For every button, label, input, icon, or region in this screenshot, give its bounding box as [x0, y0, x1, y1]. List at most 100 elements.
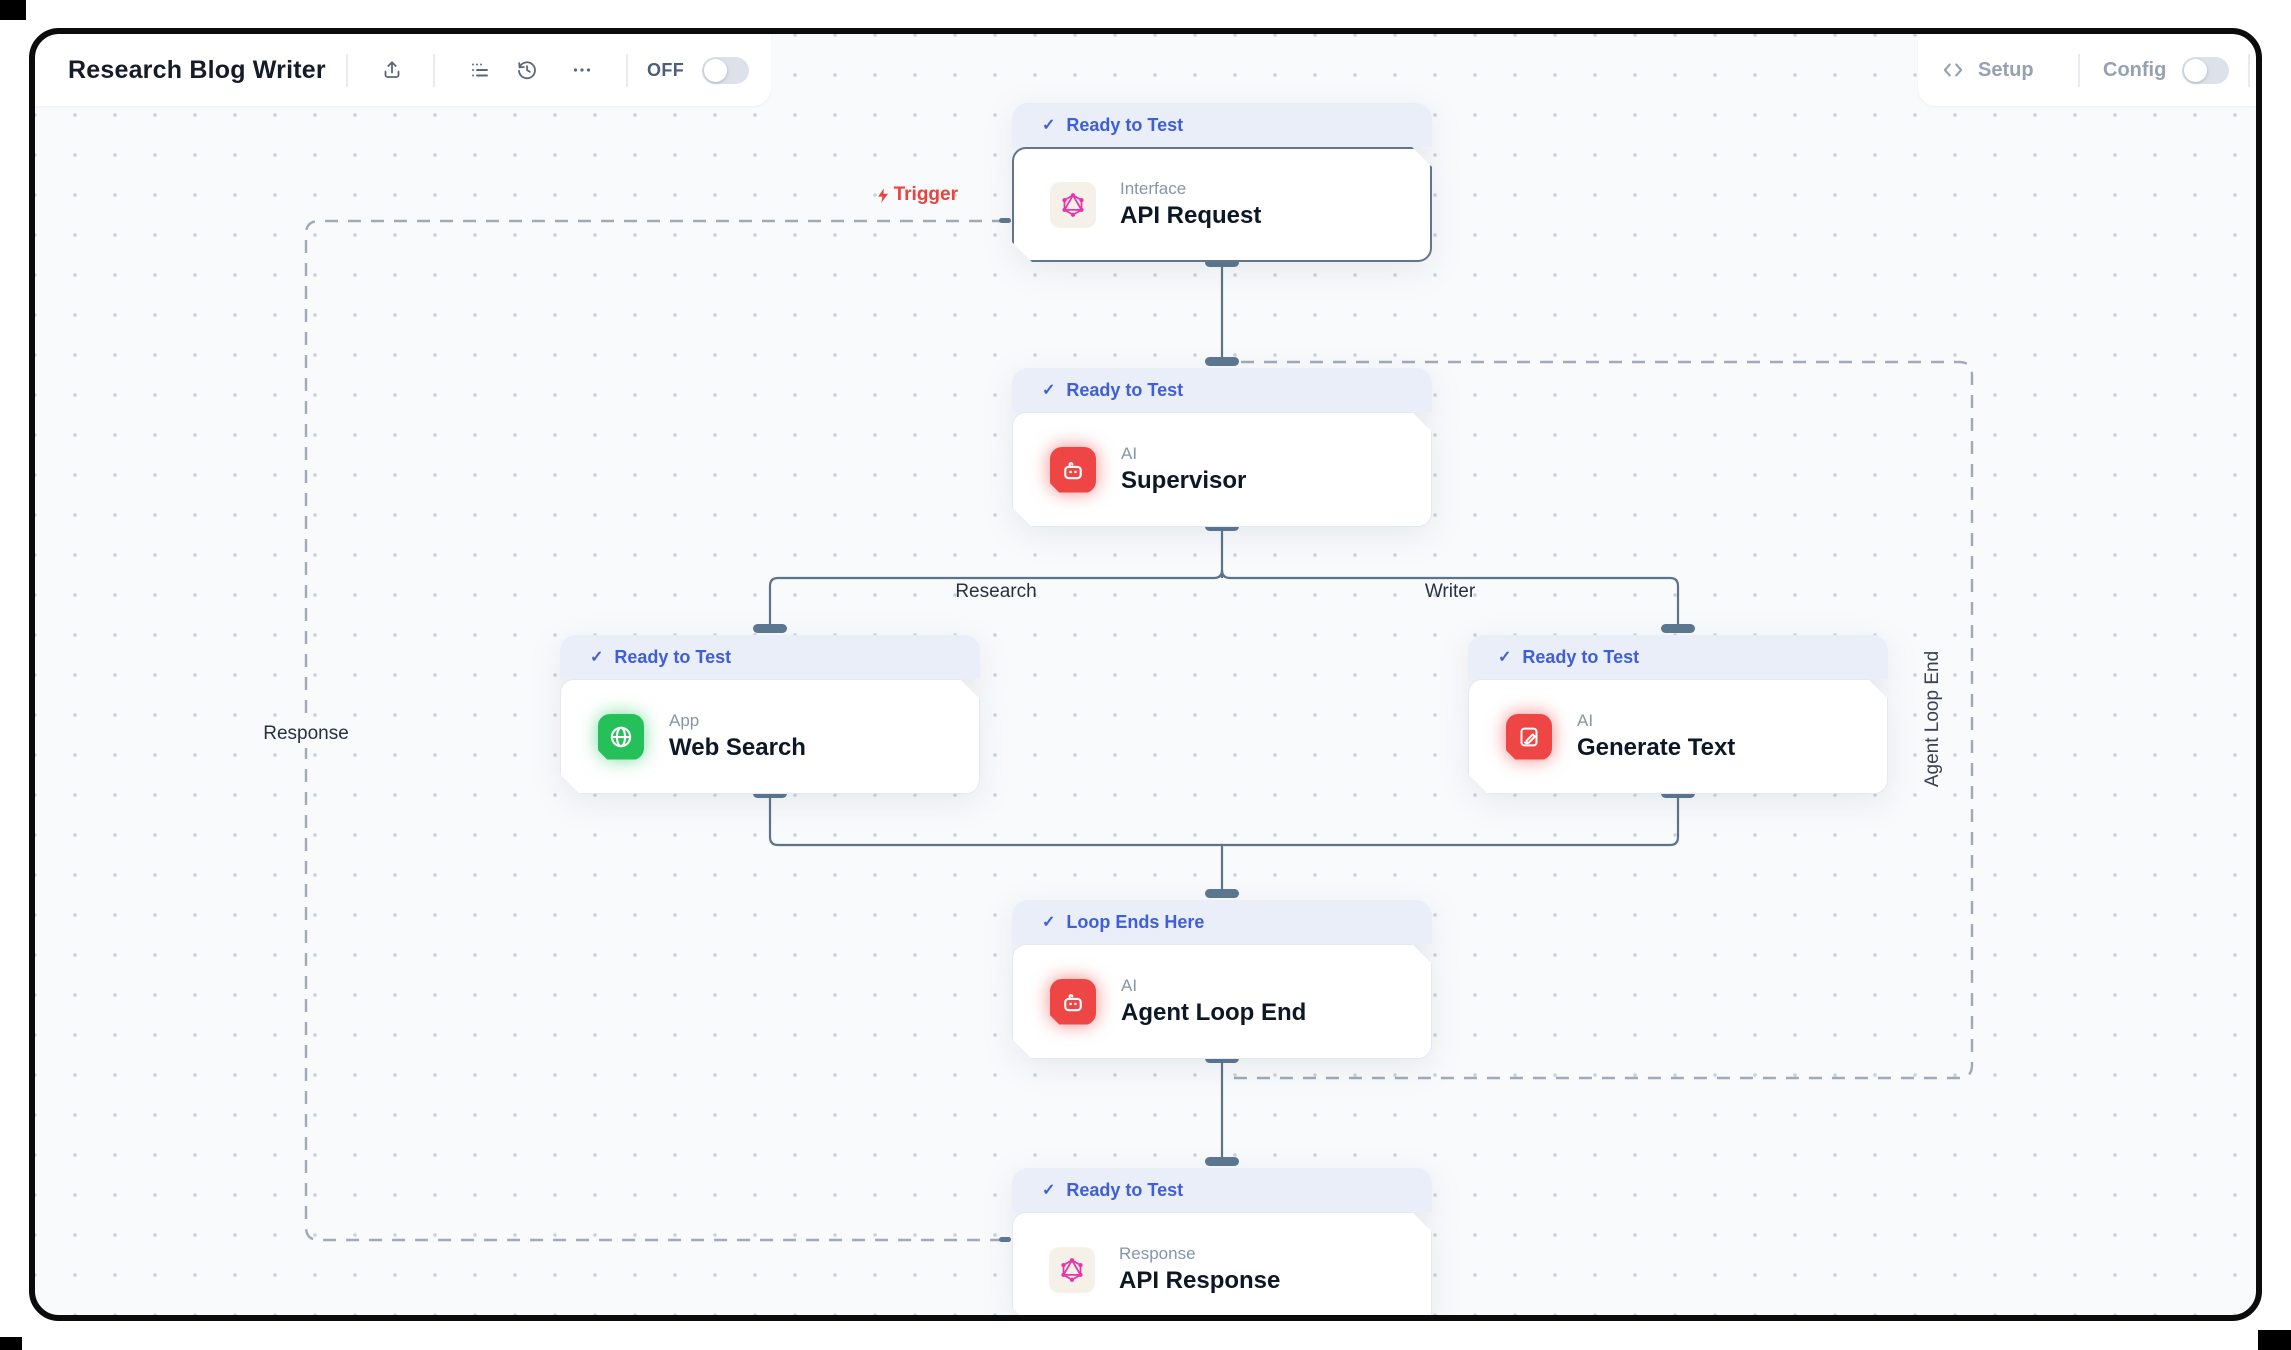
workflow-state-label: OFF — [647, 59, 685, 80]
toggle-knob — [704, 59, 727, 82]
node-type-label: AI — [1121, 444, 1138, 463]
edge-label-agent-loop-end: Agent Loop End — [1922, 650, 1943, 788]
node-text: App Web Search — [669, 711, 806, 762]
node-type-label: App — [669, 711, 700, 730]
status-badge: ✓ Ready to Test — [1012, 1168, 1432, 1212]
edge-branch-research — [768, 576, 1214, 629]
edge-branch-writer — [1213, 569, 1680, 629]
graphql-icon — [1049, 1247, 1095, 1293]
port-apirequest-left[interactable] — [999, 218, 1011, 223]
check-icon: ✓ — [1042, 914, 1056, 931]
node-title: Agent Loop End — [1121, 999, 1307, 1026]
node-text: AI Supervisor — [1121, 444, 1246, 495]
workflow-title: Research Blog Writer — [68, 55, 326, 84]
branch-label-writer: Writer — [1424, 581, 1476, 602]
solid-edges — [768, 262, 1680, 1160]
setup-code-icon — [1936, 53, 1970, 87]
setup-label: Setup — [1978, 58, 2034, 81]
branch-label-research: Research — [955, 581, 1037, 602]
node-text: Response API Response — [1119, 1244, 1280, 1295]
check-icon: ✓ — [590, 649, 604, 666]
port-apiresponse-left[interactable] — [999, 1237, 1011, 1242]
status-badge-text: Ready to Test — [614, 646, 732, 667]
node-card[interactable]: AI Generate Text — [1468, 679, 1888, 794]
port-generatetext-top[interactable] — [1661, 624, 1695, 633]
node-agent-loop-end[interactable]: ✓ Loop Ends Here — [1012, 900, 1432, 1059]
header-right-toolbar: Setup Config — [1918, 34, 2256, 106]
node-title: Generate Text — [1577, 734, 1736, 761]
check-icon: ✓ — [1042, 1182, 1056, 1199]
node-type-label: AI — [1121, 976, 1138, 995]
header-toolbar: Research Blog Writer OFF — [35, 34, 771, 106]
crop-corner — [2258, 1330, 2291, 1350]
workflow-canvas[interactable]: Trigger Research Writer Response Agent L… — [35, 34, 2256, 1315]
edge-agent-loop — [1226, 360, 1974, 1080]
history-button[interactable] — [510, 53, 544, 87]
status-badge: ✓ Ready to Test — [1012, 368, 1432, 412]
trigger-label: Trigger — [875, 184, 958, 206]
node-card[interactable]: AI Agent Loop End — [1012, 944, 1432, 1059]
node-title: Web Search — [669, 734, 806, 761]
list-button[interactable] — [463, 53, 497, 87]
node-card[interactable]: App Web Search — [560, 679, 980, 794]
divider — [346, 54, 348, 87]
workflow-enable-toggle[interactable] — [702, 57, 749, 84]
node-card[interactable]: Interface API Request — [1012, 147, 1432, 262]
ellipsis-icon — [573, 68, 591, 72]
graphql-icon — [1050, 182, 1096, 228]
edge-label-response: Response — [255, 720, 357, 748]
status-badge-text: Ready to Test — [1066, 1179, 1184, 1200]
crop-corner — [0, 0, 26, 20]
node-type-label: AI — [1577, 711, 1594, 730]
node-type-label: Response — [1119, 1244, 1196, 1263]
robot-icon — [1049, 446, 1097, 494]
status-badge-text: Ready to Test — [1066, 114, 1184, 135]
port-supervisor-top[interactable] — [1205, 357, 1239, 366]
node-title: API Response — [1119, 1267, 1281, 1294]
status-badge-text: Loop Ends Here — [1066, 911, 1205, 932]
divider — [2248, 54, 2250, 87]
share-button[interactable] — [375, 53, 409, 87]
status-badge: ✓ Ready to Test — [1012, 103, 1432, 147]
check-icon: ✓ — [1042, 117, 1056, 134]
check-icon: ✓ — [1498, 649, 1512, 666]
clipboard-pencil-icon — [1505, 713, 1553, 761]
share-up-icon — [384, 61, 400, 78]
node-supervisor[interactable]: ✓ Ready to Test — [1012, 368, 1432, 527]
node-text: Interface API Request — [1120, 179, 1261, 230]
list-icon — [472, 63, 488, 77]
port-websearch-top[interactable] — [753, 624, 787, 633]
node-generate-text[interactable]: ✓ Ready to Test AI — [1468, 635, 1888, 794]
edge-merge-left — [768, 794, 1222, 847]
node-card[interactable]: Response API Response — [1012, 1212, 1432, 1315]
node-api-request[interactable]: ✓ Ready to Test — [1012, 103, 1432, 262]
node-web-search[interactable]: ✓ Ready to Test App — [560, 635, 980, 794]
check-icon: ✓ — [1042, 382, 1056, 399]
port-agentloopend-top[interactable] — [1205, 889, 1239, 898]
setup-button[interactable]: Setup — [1978, 34, 2034, 106]
edge-merge-right — [1222, 794, 1680, 847]
status-badge: ✓ Ready to Test — [560, 635, 980, 679]
status-badge-text: Ready to Test — [1066, 379, 1184, 400]
globe-icon — [597, 713, 645, 761]
crop-corner — [0, 1337, 22, 1350]
robot-icon — [1049, 978, 1097, 1026]
trigger-label-text: Trigger — [893, 184, 958, 205]
status-badge: ✓ Loop Ends Here — [1012, 900, 1432, 944]
canvas-viewport: Trigger Research Writer Response Agent L… — [35, 34, 2256, 1315]
node-text: AI Agent Loop End — [1121, 976, 1306, 1027]
port-apiresponse-top[interactable] — [1205, 1157, 1239, 1166]
status-badge-text: Ready to Test — [1522, 646, 1640, 667]
divider — [626, 54, 628, 87]
node-text: AI Generate Text — [1577, 711, 1735, 762]
lightning-bolt-icon — [878, 187, 889, 203]
history-icon — [518, 61, 536, 80]
divider — [433, 54, 435, 87]
status-badge: ✓ Ready to Test — [1468, 635, 1888, 679]
config-toggle[interactable] — [2182, 57, 2229, 84]
node-card[interactable]: AI Supervisor — [1012, 412, 1432, 527]
toggle-knob — [2184, 59, 2207, 82]
more-options-button[interactable] — [565, 53, 599, 87]
node-api-response[interactable]: ✓ Ready to Test — [1012, 1168, 1432, 1315]
